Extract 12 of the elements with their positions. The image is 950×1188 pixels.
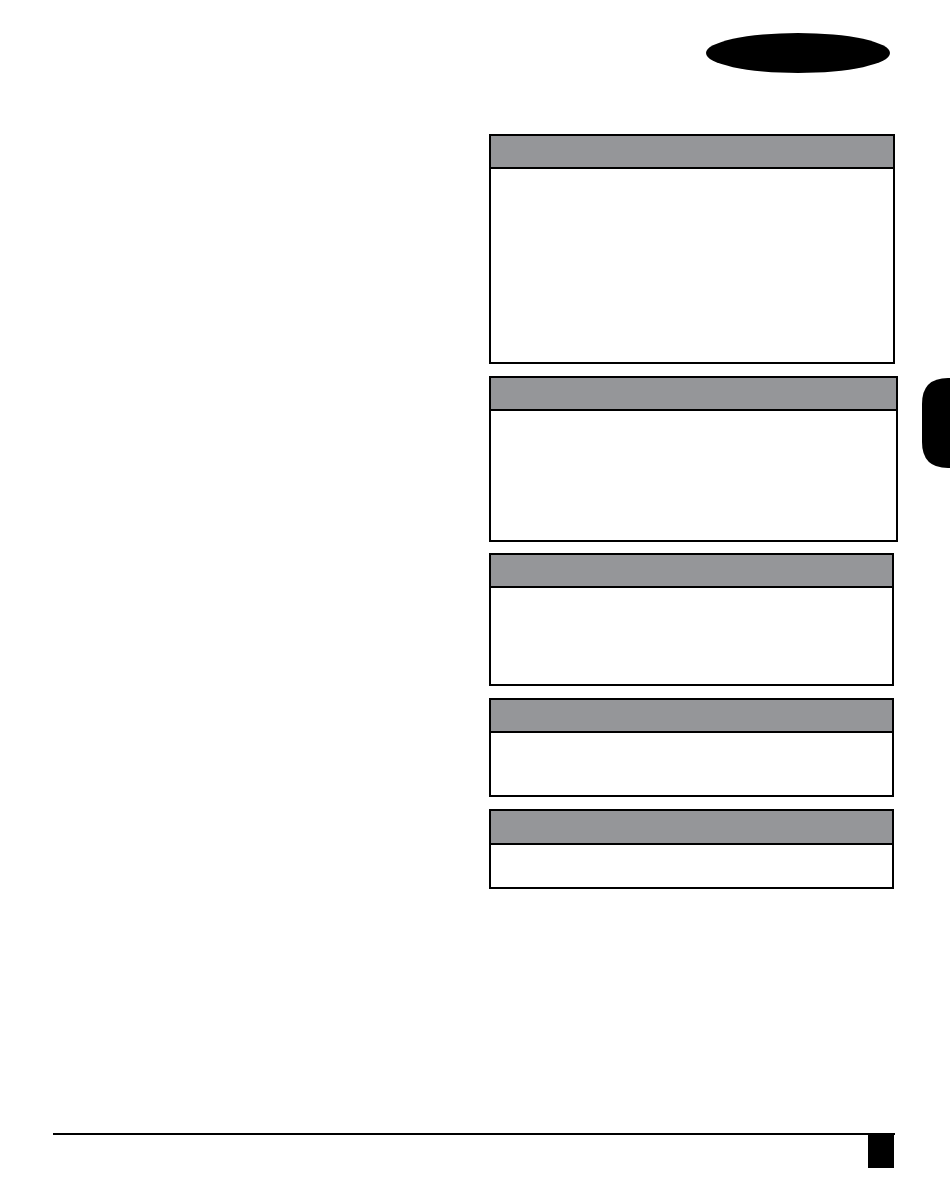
header-bar: [491, 811, 892, 845]
side-tab: [922, 378, 950, 468]
header-bar: [491, 700, 892, 733]
oval-tab: [706, 33, 890, 73]
table-frame: [489, 809, 894, 889]
header-bar: [491, 136, 893, 169]
header-bar: [491, 378, 896, 411]
header-bar: [491, 555, 892, 588]
table-frame: [489, 553, 894, 686]
table-frame: [489, 376, 898, 542]
table-frame: [489, 134, 895, 364]
table-frame: [489, 698, 894, 797]
